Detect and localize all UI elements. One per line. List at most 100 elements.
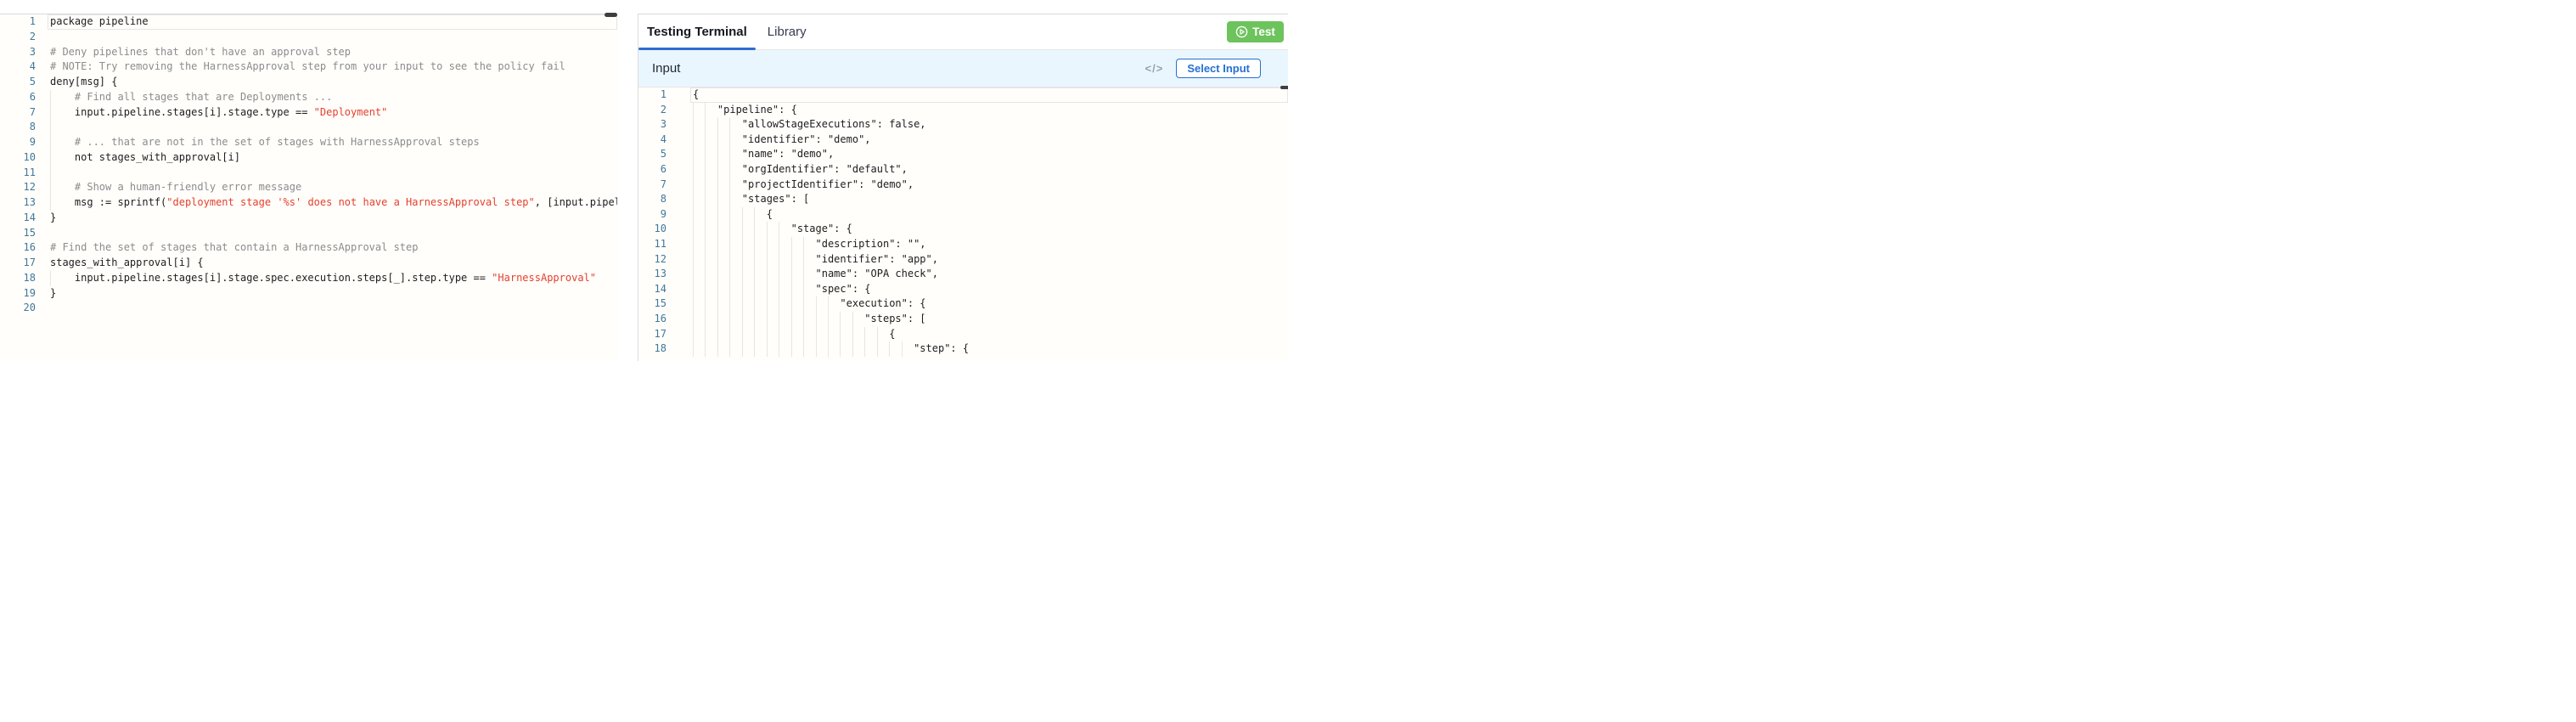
code-line[interactable]: "spec": { (690, 281, 1288, 297)
code-line[interactable]: { (690, 87, 1288, 103)
line-number: 2 (29, 30, 36, 42)
code-line[interactable] (48, 120, 617, 135)
code-line[interactable]: deny[msg] { (48, 75, 617, 90)
indent-guide (729, 132, 731, 148)
code-line[interactable]: { (690, 206, 1288, 223)
code-line[interactable]: input.pipeline.stages[i].stage.type == "… (48, 104, 617, 121)
input-editor-code-area[interactable]: { "pipeline": { "allowStageExecutions": … (690, 87, 1288, 361)
code-line[interactable]: "stages": [ (690, 192, 1288, 207)
indent-guide (693, 222, 694, 237)
code-line[interactable]: } (48, 286, 617, 302)
indent-guide (754, 341, 756, 357)
input-editor-scrollbar-thumb[interactable] (1280, 86, 1288, 89)
code-line[interactable]: stages_with_approval[i] { (48, 256, 617, 271)
code-line[interactable]: "steps": [ (690, 311, 1288, 327)
indent-guide (790, 251, 792, 268)
testing-terminal-panel: Testing Terminal Library Test Input </> … (638, 14, 1288, 361)
code-line[interactable]: "pipeline": { (690, 102, 1288, 118)
policy-editor-scrollbar-thumb[interactable] (605, 13, 617, 17)
indent-guide (729, 281, 731, 297)
code-line[interactable] (48, 301, 617, 316)
code-line[interactable]: "identifier": "app", (690, 251, 1288, 268)
code-line[interactable]: "allowStageExecutions": false, (690, 117, 1288, 133)
indent-guide (766, 341, 768, 357)
code-line[interactable]: # ... that are not in the set of stages … (48, 135, 617, 150)
code-line[interactable]: "name": "demo", (690, 147, 1288, 162)
indent-guide (754, 251, 756, 268)
indent-guide (693, 311, 694, 327)
select-input-button[interactable]: Select Input (1176, 59, 1261, 78)
indent-guide (50, 165, 51, 181)
indent-guide (754, 296, 756, 312)
code-line[interactable]: package pipeline (48, 14, 617, 30)
code-line[interactable]: "orgIdentifier": "default", (690, 161, 1288, 178)
indent-guide (705, 236, 706, 252)
indent-guide (705, 222, 706, 237)
indent-guide (803, 311, 805, 327)
code-line[interactable]: "step": { (690, 341, 1288, 357)
indent-guide (717, 326, 718, 342)
code-line[interactable]: { (690, 326, 1288, 342)
code-line[interactable]: # NOTE: Try removing the HarnessApproval… (48, 59, 617, 75)
indent-guide (840, 341, 841, 357)
code-line[interactable] (48, 30, 617, 45)
indent-guide (852, 341, 853, 357)
indent-guide (50, 89, 51, 105)
tab-testing-terminal[interactable]: Testing Terminal (638, 14, 756, 50)
test-button[interactable]: Test (1227, 21, 1284, 42)
code-line[interactable] (48, 226, 617, 241)
indent-guide (729, 147, 731, 162)
indent-guide (693, 326, 694, 342)
indent-guide (766, 281, 768, 297)
code-line[interactable]: "name": "OPA check", (690, 267, 1288, 282)
code-line[interactable]: # Find all stages that are Deployments .… (48, 89, 617, 105)
indent-guide (50, 180, 51, 195)
code-line[interactable]: "execution": { (690, 296, 1288, 312)
indent-guide (693, 206, 694, 223)
line-number: 12 (23, 181, 36, 194)
policy-editor-code-area[interactable]: package pipeline # Deny pipelines that do… (48, 14, 617, 361)
indent-guide (864, 341, 866, 357)
indent-guide (815, 326, 817, 342)
indent-guide (876, 341, 878, 357)
code-line-text: { (693, 88, 700, 100)
code-line[interactable]: # Deny pipelines that don't have an appr… (48, 45, 617, 60)
indent-guide (790, 341, 792, 357)
code-line[interactable]: not stages_with_approval[i] (48, 149, 617, 166)
indent-guide (815, 296, 817, 312)
indent-guide (803, 296, 805, 312)
indent-guide (693, 296, 694, 312)
indent-guide (790, 326, 792, 342)
code-line[interactable]: input.pipeline.stages[i].stage.spec.exec… (48, 270, 617, 286)
code-line[interactable]: "stage": { (690, 222, 1288, 237)
indent-guide (766, 222, 768, 237)
indent-guide (852, 311, 853, 327)
code-line[interactable]: } (48, 211, 617, 226)
code-line[interactable]: msg := sprintf("deployment stage '%s' do… (48, 195, 617, 211)
code-line-text: "description": "", (693, 237, 926, 250)
indent-guide (693, 132, 694, 148)
indent-guide (729, 236, 731, 252)
indent-guide (729, 296, 731, 312)
line-number: 16 (23, 241, 36, 254)
tab-library[interactable]: Library (759, 14, 815, 49)
indent-guide (754, 281, 756, 297)
code-line[interactable]: "description": "", (690, 236, 1288, 252)
code-line[interactable]: "projectIdentifier": "demo", (690, 177, 1288, 193)
code-view-icon[interactable]: </> (1145, 62, 1164, 75)
indent-guide (741, 251, 743, 268)
code-line[interactable]: # Find the set of stages that contain a … (48, 240, 617, 256)
code-line[interactable]: "identifier": "demo", (690, 132, 1288, 148)
indent-guide (717, 117, 718, 133)
code-line[interactable]: # Show a human-friendly error message (48, 180, 617, 195)
indent-guide (717, 222, 718, 237)
indent-guide (876, 326, 878, 342)
indent-guide (50, 270, 51, 286)
indent-guide (741, 311, 743, 327)
code-line[interactable] (48, 165, 617, 181)
indent-guide (729, 117, 731, 133)
indent-guide (705, 192, 706, 207)
